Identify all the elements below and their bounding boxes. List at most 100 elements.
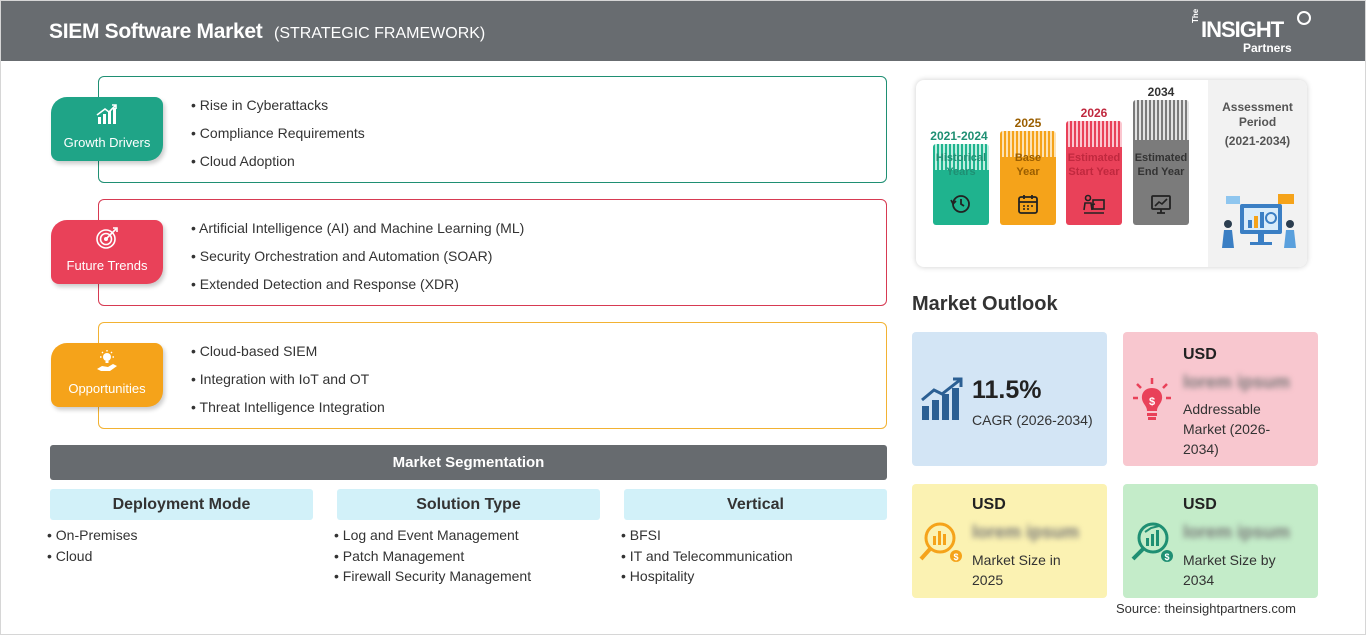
insight-partners-logo: The INSIGHT Partners	[1191, 9, 1315, 55]
badge-label: Growth Drivers	[63, 135, 151, 150]
size-2034-value: lorem ipsum	[1183, 522, 1291, 542]
svg-text:$: $	[953, 552, 958, 562]
timeline-year-end: 2034	[1147, 85, 1175, 99]
growth-drivers-list: Rise in Cyberattacks Compliance Requirem…	[191, 95, 365, 179]
timeline-year-start: 2026	[1080, 106, 1108, 120]
calendar-icon	[1018, 195, 1038, 214]
source-link[interactable]: Source: theinsightpartners.com	[1116, 601, 1296, 616]
list-item: Threat Intelligence Integration	[191, 397, 385, 425]
timeline-column-end	[1133, 100, 1189, 225]
magnifier-growth-icon: $	[1131, 522, 1173, 562]
list-item: BFSI	[621, 526, 793, 547]
analytics-people-icon	[1222, 194, 1296, 248]
logo-main: INSIGHT	[1201, 17, 1284, 42]
cagr-value: 11.5%	[972, 376, 1042, 404]
cagr-card: 11.5% CAGR (2026-2034)	[912, 332, 1107, 466]
column-stripes	[933, 144, 989, 170]
segmentation-title: Market Segmentation	[50, 445, 887, 480]
list-item: On-Premises	[47, 526, 138, 547]
list-item: Rise in Cyberattacks	[191, 95, 365, 123]
market-outlook-title: Market Outlook	[912, 293, 1058, 315]
label-line: End Year	[1137, 166, 1185, 178]
assessment-panel: Assessment Period (2021-2034)	[1208, 80, 1307, 267]
segment-heading-vertical: Vertical	[624, 489, 887, 520]
header-bar: SIEM Software Market (STRATEGIC FRAMEWOR…	[1, 1, 1365, 61]
label-line: Years	[946, 166, 976, 178]
cagr-label: CAGR (2026-2034)	[972, 412, 1093, 428]
label-line: Base	[1014, 152, 1042, 164]
list-item: Cloud	[47, 547, 137, 568]
timeline-column-historical	[933, 144, 989, 225]
column-stripes	[1066, 121, 1122, 147]
timeline-label-base: Base Year	[988, 151, 1068, 179]
column-stripes	[1133, 100, 1189, 140]
svg-text:$: $	[1164, 552, 1169, 562]
segment-heading-deployment: Deployment Mode	[50, 489, 313, 520]
magnifier-chart-icon: $	[919, 522, 962, 562]
list-item: Compliance Requirements	[191, 123, 365, 151]
list-item: Firewall Security Management	[334, 567, 531, 588]
assessment-period: (2021-2034)	[1224, 134, 1291, 148]
label-line: Estimated	[1134, 152, 1188, 164]
list-item: Cloud Adoption	[191, 151, 365, 179]
badge-label: Opportunities	[68, 381, 146, 396]
timeline-label-historical: Historical Years	[921, 151, 1001, 179]
list-item: Hospitality	[621, 567, 793, 588]
timeline-year-base: 2025	[1014, 116, 1042, 130]
presentation-icon	[1083, 194, 1105, 214]
list-item: Patch Management	[334, 547, 531, 568]
size-2025-currency: USD	[972, 496, 1006, 513]
future-trends-box: Artificial Intelligence (AI) and Machine…	[98, 199, 887, 306]
badge-label: Future Trends	[66, 258, 148, 273]
growth-drivers-box: Rise in Cyberattacks Compliance Requirem…	[98, 76, 887, 183]
addressable-value: lorem ipsum	[1183, 372, 1291, 392]
list-item: Integration with IoT and OT	[191, 369, 385, 397]
timeline-column-base	[1000, 131, 1056, 225]
list-item: Artificial Intelligence (AI) and Machine…	[191, 218, 524, 246]
history-icon	[950, 195, 970, 213]
opportunities-list: Cloud-based SIEM Integration with IoT an…	[191, 341, 385, 425]
column-stripes	[1000, 131, 1056, 157]
logo-ring-icon	[1297, 11, 1311, 25]
logo-partners: Partners	[1243, 41, 1292, 55]
growth-bars-icon	[921, 377, 963, 420]
segment-list-deployment: On-Premises Cloud	[47, 526, 138, 568]
list-item: Log and Event Management	[334, 526, 531, 547]
opportunities-box: Cloud-based SIEM Integration with IoT an…	[98, 322, 887, 429]
future-trends-list: Artificial Intelligence (AI) and Machine…	[191, 218, 524, 302]
addressable-market-card: $ USD lorem ipsum Addressable Market (20…	[1123, 332, 1318, 466]
size-2034-currency: USD	[1183, 496, 1217, 513]
addressable-currency: USD	[1183, 346, 1217, 363]
monitor-chart-icon	[1151, 195, 1171, 214]
size-2025-value: lorem ipsum	[972, 522, 1080, 542]
list-item: Extended Detection and Response (XDR)	[191, 274, 524, 302]
timeline-year-historical: 2021-2024	[930, 129, 988, 143]
label-line: Historical	[935, 152, 987, 164]
target-icon	[96, 227, 118, 249]
svg-text:$: $	[1149, 396, 1155, 408]
growth-drivers-badge: Growth Drivers	[51, 97, 163, 161]
addressable-label: Addressable Market (2026-2034)	[1183, 401, 1271, 457]
segment-heading-solution: Solution Type	[337, 489, 600, 520]
list-item: Security Orchestration and Automation (S…	[191, 246, 524, 274]
logo-the: The	[1191, 8, 1200, 23]
page-subtitle: (STRATEGIC FRAMEWORK)	[274, 25, 486, 42]
timeline-label-end: Estimated End Year	[1121, 151, 1201, 179]
column-body	[1066, 147, 1122, 225]
segment-list-solution: Log and Event Management Patch Managemen…	[334, 526, 531, 588]
timeline-label-start: Estimated Start Year	[1054, 151, 1134, 179]
market-size-2034-card: $ USD lorem ipsum Market Size by 2034	[1123, 484, 1318, 598]
column-body	[933, 170, 989, 225]
segment-list-vertical: BFSI IT and Telecommunication Hospitalit…	[621, 526, 793, 588]
opportunities-badge: Opportunities	[51, 343, 163, 407]
list-item: Cloud-based SIEM	[191, 341, 385, 369]
label-line: Estimated	[1067, 152, 1121, 164]
market-size-2025-card: $ USD lorem ipsum Market Size in 2025	[912, 484, 1107, 598]
assessment-label: Assessment Period	[1222, 100, 1293, 129]
timeline-column-start	[1066, 121, 1122, 225]
size-2034-label: Market Size by 2034	[1183, 552, 1276, 588]
future-trends-badge: Future Trends	[51, 220, 163, 284]
label-line: Start Year	[1068, 166, 1120, 178]
growth-chart-icon	[96, 104, 117, 124]
